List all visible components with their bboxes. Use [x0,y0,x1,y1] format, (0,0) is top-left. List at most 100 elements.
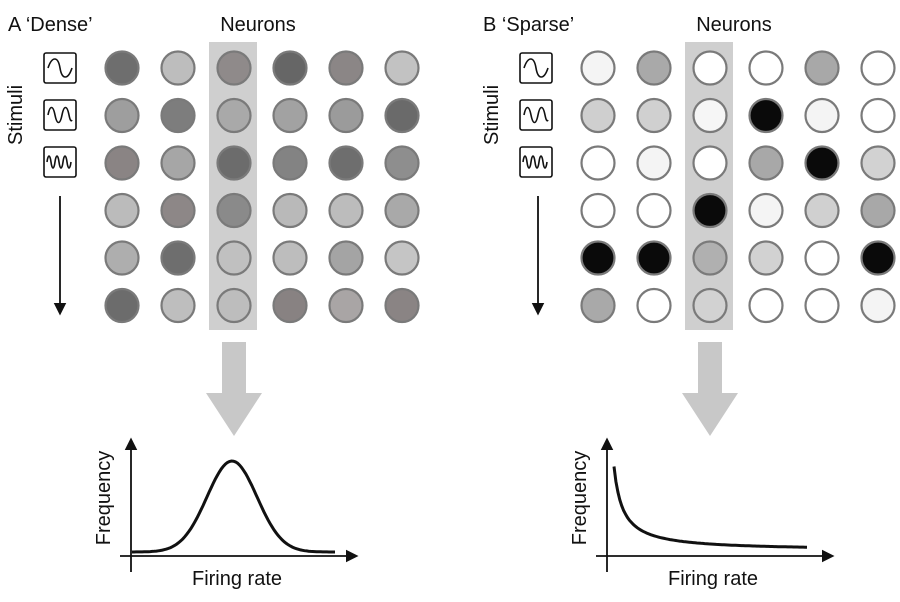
neuron-circle [580,97,616,134]
neuron-circle [580,240,616,276]
x-axis-label: Firing rate [192,568,282,590]
neuron-circle [580,50,616,86]
neuron-circle [160,192,196,229]
neuron-circle [104,50,140,86]
neuron-circle [104,192,140,229]
neuron-circle [748,287,784,324]
neuron-circle [692,145,728,181]
neuron-circle [692,240,728,276]
neuron-circle [272,97,308,134]
neuron-circle [272,192,308,229]
neuron-circle [272,240,308,276]
neuron-circle [160,240,196,276]
neurons-label: Neurons [696,14,772,36]
neuron-circle [860,240,896,276]
neuron-circle [328,240,364,276]
neuron-circle [272,145,308,181]
highlighted-neuron-column [209,42,257,330]
stimuli-label: Stimuli [481,85,503,145]
neuron-circle [692,97,728,134]
neuron-circle [160,97,196,134]
medium-frequency-wave-icon [519,99,553,131]
low-frequency-wave-icon [43,52,77,84]
distribution-plot: Frequency Firing rate [569,437,835,590]
neuron-circle [748,50,784,86]
stimuli-label: Stimuli [5,85,27,145]
neuron-circle [860,145,896,181]
neuron-circle [636,145,672,181]
neuron-circle [804,287,840,324]
down-arrow [682,342,738,436]
low-frequency-wave-icon [519,52,553,84]
neuron-circle [160,145,196,181]
neuron-circle [748,145,784,181]
neuron-circle [636,192,672,229]
neuron-circle [636,50,672,86]
neuron-circle [216,240,252,276]
neuron-circle [272,50,308,86]
panel-title: B ‘Sparse’ [483,14,574,36]
neuron-circle [580,145,616,181]
medium-frequency-wave-icon [43,99,77,131]
neuron-circle [636,240,672,276]
neuron-circle [636,287,672,324]
neuron-circle [384,97,420,134]
neuron-circle [384,50,420,86]
neuron-circle [860,287,896,324]
neuron-circle [804,50,840,86]
panel-sparse: B ‘Sparse’ Neurons Stimuli Frequency Fir… [481,14,896,590]
down-arrow [206,342,262,436]
neuron-circle [860,50,896,86]
neuron-circle [748,97,784,134]
neuron-circle [216,50,252,86]
neuron-circle [692,287,728,324]
neuron-circle [692,50,728,86]
neuron-circle [160,287,196,324]
neuron-circle [384,145,420,181]
neuron-circle [216,287,252,324]
panel-title: A ‘Dense’ [8,14,93,36]
highlighted-neuron-column [685,42,733,330]
neuron-circle [384,240,420,276]
high-frequency-wave-icon [519,146,553,178]
neuron-circle [328,192,364,229]
neuron-circle [860,192,896,229]
panel-dense: A ‘Dense’ Neurons Stimuli Frequency Firi… [5,14,420,590]
neuron-circle [328,145,364,181]
neuron-circle [804,240,840,276]
neuron-circle [636,97,672,134]
neurons-label: Neurons [220,14,296,36]
neuron-circle [804,145,840,181]
neuron-circle [580,192,616,229]
neuron-circle [216,97,252,134]
y-axis-label: Frequency [93,451,115,546]
neuron-circle [580,287,616,324]
x-axis-label: Firing rate [668,568,758,590]
gaussian-curve [132,459,335,554]
neuron-circle [160,50,196,86]
neuron-circle [804,192,840,229]
neuron-circle [104,145,140,181]
neuron-circle [216,145,252,181]
y-axis-label: Frequency [569,451,591,546]
decay-curve [612,466,807,549]
neuron-circle [384,287,420,324]
distribution-plot: Frequency Firing rate [93,437,359,590]
neuron-grid [104,50,420,324]
neuron-circle [328,50,364,86]
neuron-circle [860,97,896,134]
neuron-grid [580,50,896,324]
neuron-circle [748,192,784,229]
neuron-circle [328,287,364,324]
high-frequency-wave-icon [43,146,77,178]
neuron-circle [104,240,140,276]
neuron-circle [104,287,140,324]
neuron-circle [104,97,140,134]
neuron-circle [804,97,840,134]
neuron-circle [216,192,252,229]
neuron-circle [328,97,364,134]
neuron-circle [384,192,420,229]
neuron-circle [272,287,308,324]
neuron-circle [692,192,728,229]
